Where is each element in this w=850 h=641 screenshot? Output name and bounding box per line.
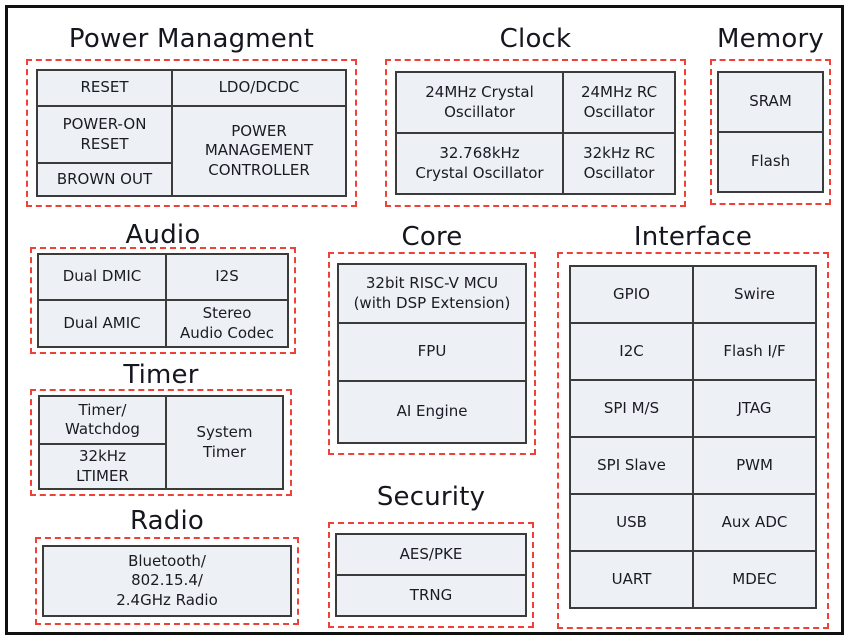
block-32khz-rc-oscillator: 32kHz RC Oscillator [563,133,675,194]
block-bluetooth-radio: Bluetooth/ 802.15.4/ 2.4GHz Radio [43,546,291,616]
block-spi-ms: SPI M/S [570,380,693,437]
block-swire: Swire [693,266,816,323]
power-management-title: Power Managment [68,24,315,54]
block-dual-dmic: Dual DMIC [38,254,166,300]
block-32khz-ltimer: 32kHz LTIMER [39,444,166,489]
block-power-management-controller: POWER MANAGEMENT CONTROLLER [172,106,346,196]
clock-title: Clock [499,24,572,54]
security-table: AES/PKE TRNG [335,533,527,617]
power-management-dashed-box: RESET LDO/DCDC POWER-ON RESET POWER MANA… [26,59,357,207]
timer-table: Timer/ Watchdog System Timer 32kHz LTIME… [38,395,284,490]
security-title: Security [376,482,486,512]
memory-table: SRAM Flash [717,71,824,193]
block-dual-amic: Dual AMIC [38,300,166,347]
core-title: Core [401,222,463,252]
block-timer-watchdog: Timer/ Watchdog [39,396,166,444]
block-aux-adc: Aux ADC [693,494,816,551]
block-power-on-reset: POWER-ON RESET [37,106,172,163]
core-table: 32bit RISC-V MCU (with DSP Extension) FP… [337,263,527,444]
clock-dashed-box: 24MHz Crystal Oscillator 24MHz RC Oscill… [385,59,686,207]
block-trng: TRNG [336,575,526,616]
block-spi-slave: SPI Slave [570,437,693,494]
block-ai-engine: AI Engine [338,381,526,443]
interface-title: Interface [633,222,753,252]
block-sram: SRAM [718,72,823,132]
core-dashed-box: 32bit RISC-V MCU (with DSP Extension) FP… [328,252,536,455]
block-i2s: I2S [166,254,288,300]
audio-dashed-box: Dual DMIC I2S Dual AMIC Stereo Audio Cod… [30,247,296,354]
radio-dashed-box: Bluetooth/ 802.15.4/ 2.4GHz Radio [35,537,299,625]
block-24mhz-rc-oscillator: 24MHz RC Oscillator [563,72,675,133]
power-management-table: RESET LDO/DCDC POWER-ON RESET POWER MANA… [36,69,347,197]
memory-title: Memory [717,24,824,54]
block-flash-if: Flash I/F [693,323,816,380]
timer-dashed-box: Timer/ Watchdog System Timer 32kHz LTIME… [30,389,292,496]
diagram-outer-border [5,5,844,635]
block-aes-pke: AES/PKE [336,534,526,575]
block-ldo-dcdc: LDO/DCDC [172,70,346,106]
memory-dashed-box: SRAM Flash [710,59,831,205]
block-fpu: FPU [338,323,526,381]
block-usb: USB [570,494,693,551]
clock-table: 24MHz Crystal Oscillator 24MHz RC Oscill… [395,71,676,195]
radio-title: Radio [129,506,205,536]
block-24mhz-crystal-oscillator: 24MHz Crystal Oscillator [396,72,563,133]
block-reset: RESET [37,70,172,106]
block-jtag: JTAG [693,380,816,437]
block-risc-v-mcu: 32bit RISC-V MCU (with DSP Extension) [338,264,526,323]
block-brown-out: BROWN OUT [37,163,172,196]
block-mdec: MDEC [693,551,816,608]
block-gpio: GPIO [570,266,693,323]
block-i2c: I2C [570,323,693,380]
interface-table: GPIO Swire I2C Flash I/F SPI M/S JTAG SP… [569,265,817,609]
interface-dashed-box: GPIO Swire I2C Flash I/F SPI M/S JTAG SP… [557,252,829,629]
block-flash: Flash [718,132,823,192]
audio-table: Dual DMIC I2S Dual AMIC Stereo Audio Cod… [37,253,289,348]
block-pwm: PWM [693,437,816,494]
security-dashed-box: AES/PKE TRNG [328,522,534,628]
block-uart: UART [570,551,693,608]
block-32-768khz-crystal-oscillator: 32.768kHz Crystal Oscillator [396,133,563,194]
block-stereo-audio-codec: Stereo Audio Codec [166,300,288,347]
block-system-timer: System Timer [166,396,283,489]
radio-table: Bluetooth/ 802.15.4/ 2.4GHz Radio [42,545,292,617]
timer-title: Timer [123,360,199,390]
audio-title: Audio [125,220,201,250]
